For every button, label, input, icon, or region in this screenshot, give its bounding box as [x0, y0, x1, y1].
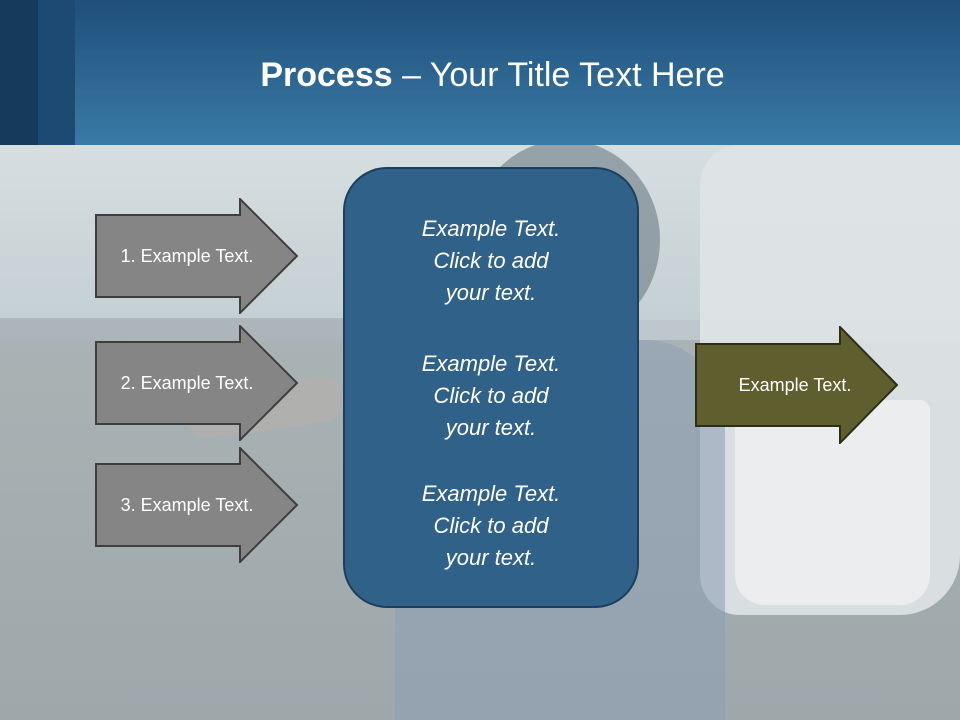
center-text-line: Example Text. [421, 351, 561, 376]
arrow-shape-icon [695, 326, 899, 444]
center-text-line: Click to add [433, 248, 549, 273]
step-arrow-2[interactable]: 2. Example Text. [95, 325, 299, 441]
center-text-line: Example Text. [421, 216, 561, 241]
header-accent-strip [0, 0, 38, 145]
output-arrow[interactable]: Example Text. [695, 326, 899, 444]
center-text-box[interactable]: Example Text. Click to add your text. Ex… [343, 167, 639, 608]
center-text-line: Click to add [433, 383, 549, 408]
arrow-shape-icon [95, 325, 299, 441]
step-label-1: 1. Example Text. [120, 245, 254, 266]
slide-title[interactable]: Process – Your Title Text Here [0, 53, 960, 97]
slide-title-bold: Process [260, 56, 393, 94]
slide-title-rest: – Your Title Text Here [392, 56, 725, 94]
center-text-line: Example Text. [421, 481, 561, 506]
step-arrow-3[interactable]: 3. Example Text. [95, 447, 299, 563]
background-water [0, 318, 380, 340]
center-text-block-3[interactable]: Example Text. Click to add your text. [345, 478, 637, 574]
center-text-block-2[interactable]: Example Text. Click to add your text. [345, 348, 637, 444]
step-label-2: 2. Example Text. [120, 372, 254, 393]
center-text-line: your text. [445, 415, 537, 440]
header-accent-strip-secondary [38, 0, 75, 145]
center-text-line: Click to add [433, 513, 549, 538]
center-text-block-1[interactable]: Example Text. Click to add your text. [345, 213, 637, 309]
center-text-line: your text. [445, 280, 537, 305]
arrow-shape-icon [95, 447, 299, 563]
output-label: Example Text. [738, 374, 852, 395]
arrow-shape-icon [95, 198, 299, 314]
step-arrow-1[interactable]: 1. Example Text. [95, 198, 299, 314]
center-text-line: your text. [445, 545, 537, 570]
background-adult-shorts [735, 400, 930, 605]
step-label-3: 3. Example Text. [120, 494, 254, 515]
title-bar [0, 0, 960, 145]
